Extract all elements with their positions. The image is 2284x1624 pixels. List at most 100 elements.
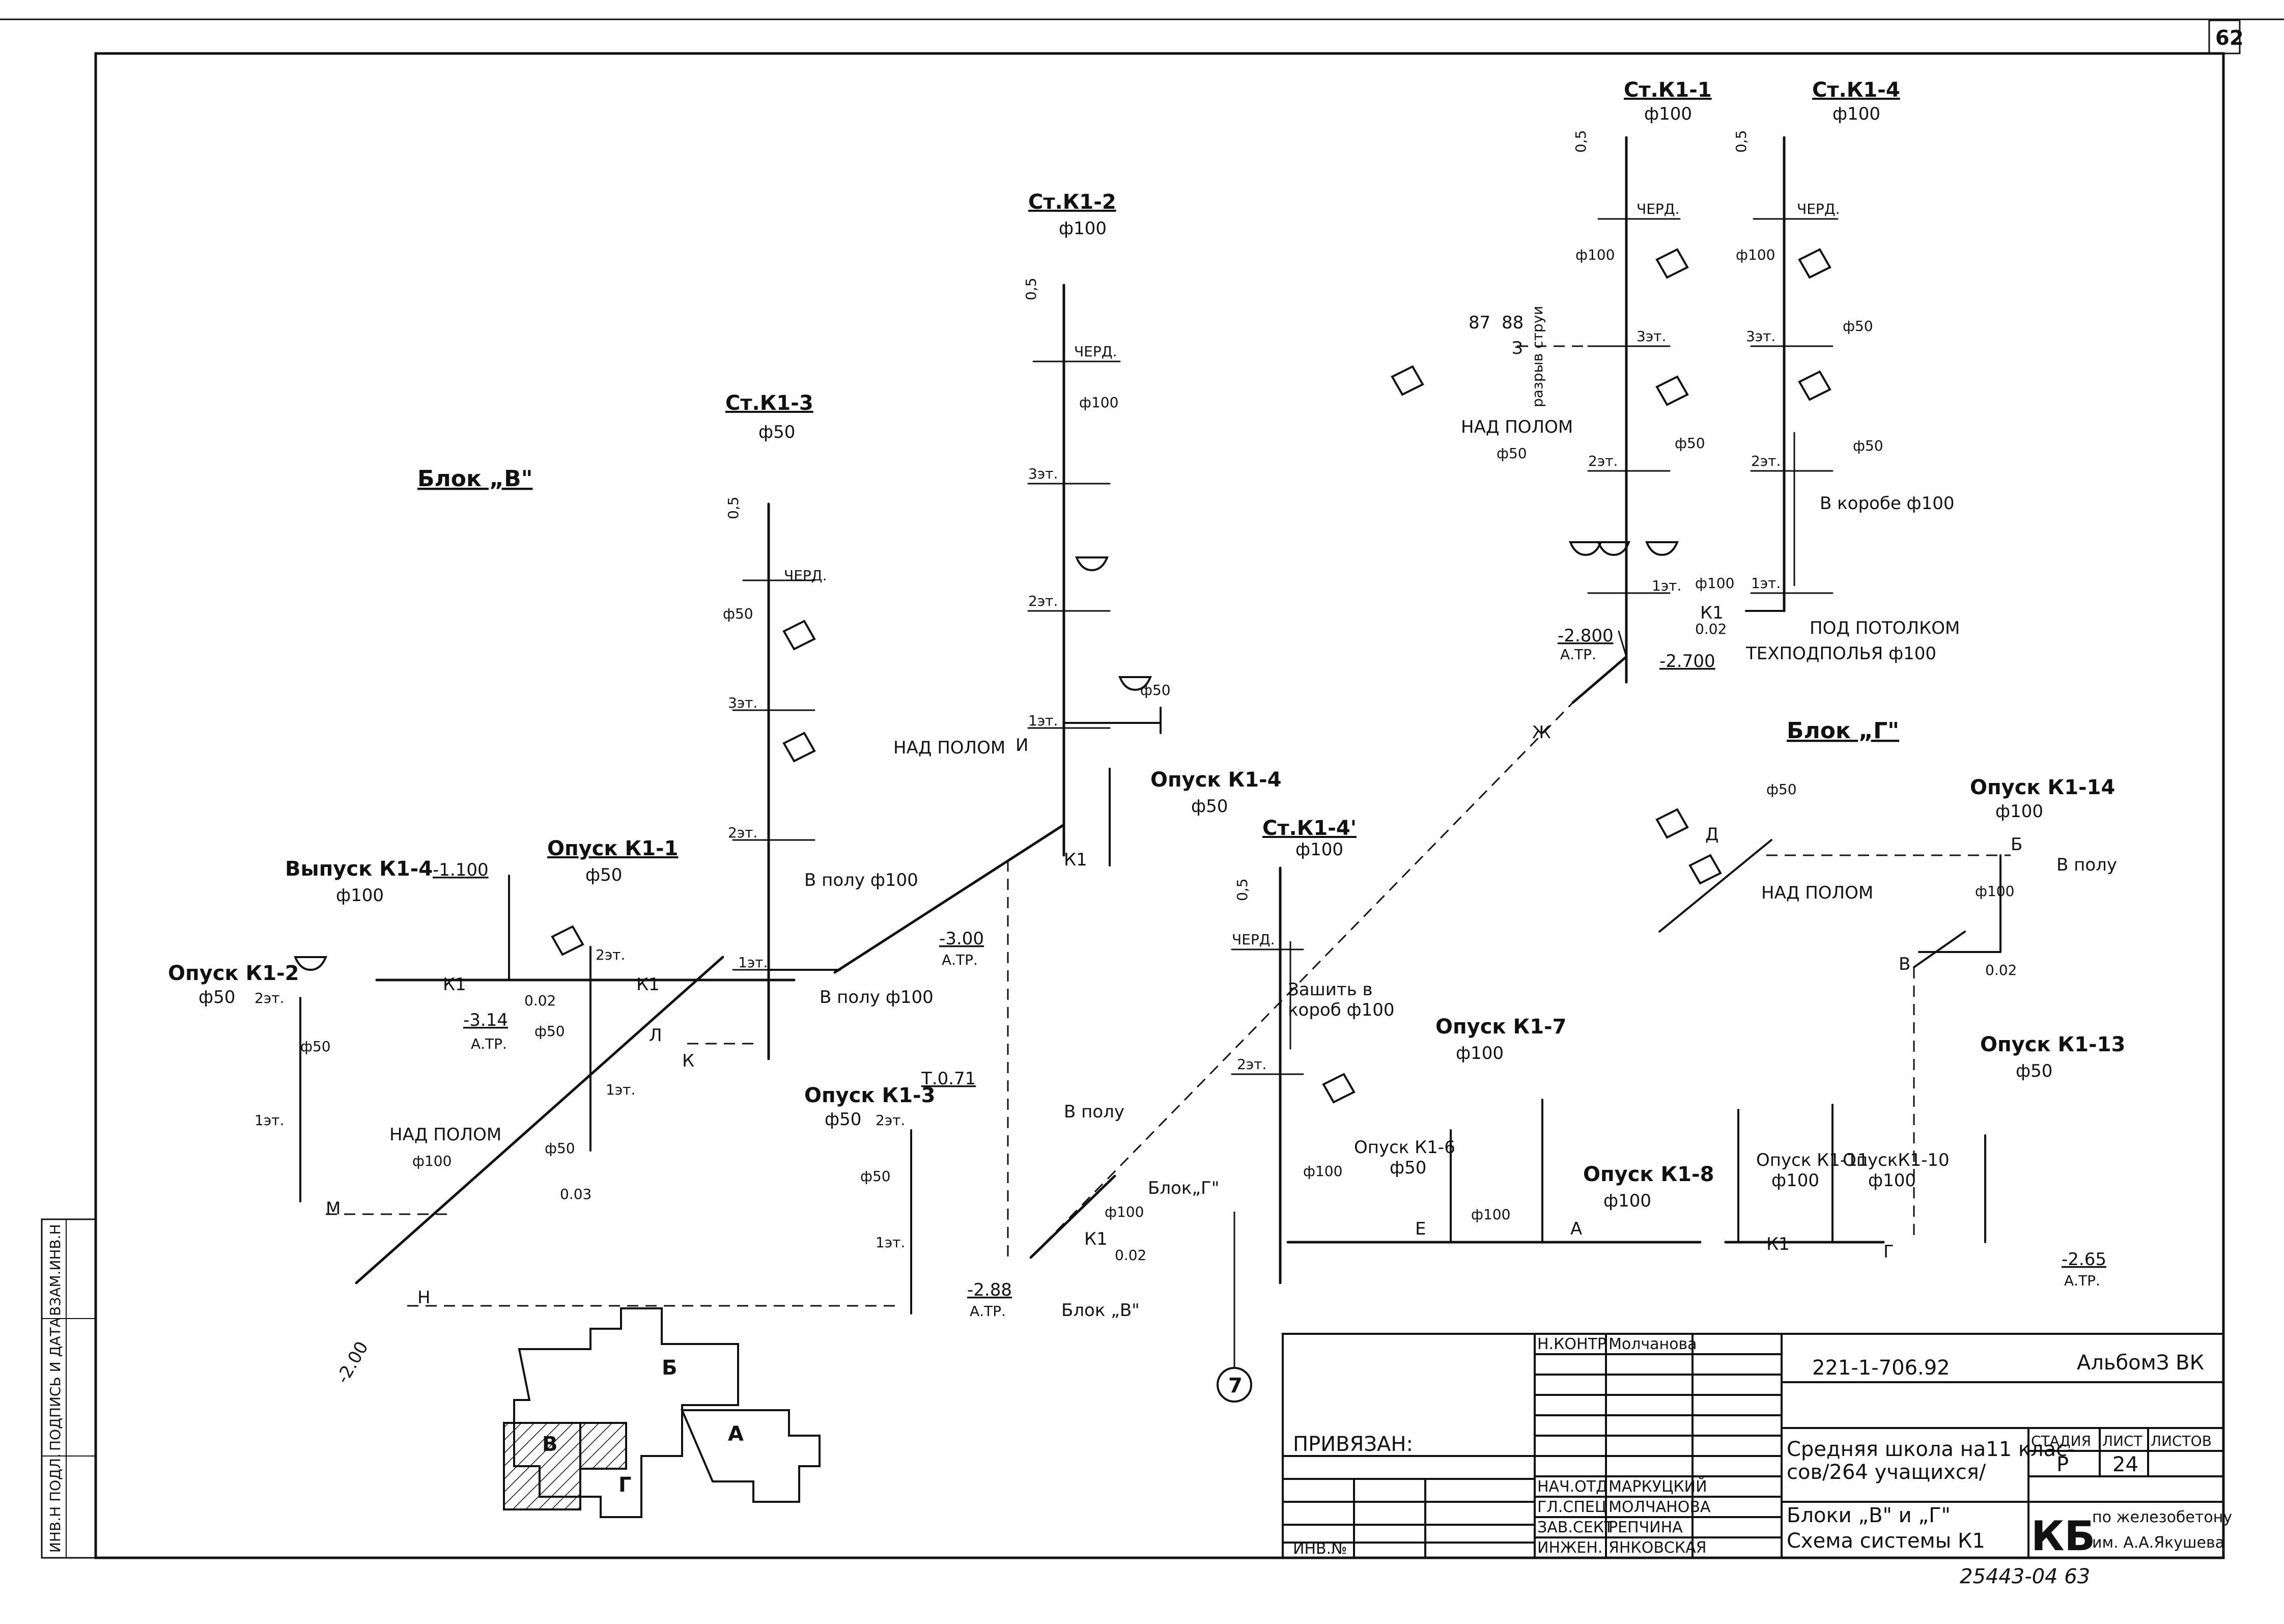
riser-k1-3-name: Ст.К1-3 <box>725 391 813 415</box>
sheet-header: ЛИСТ <box>2102 1433 2143 1449</box>
k1-label: К1 <box>636 974 660 995</box>
level-280: -2.800 <box>1558 626 1614 646</box>
sheet-line-1: Блоки „В" и „Г" <box>1787 1504 1951 1527</box>
outlet-k1-4: Выпуск К1-4 ф100 -1.100 -3.14 А.ТР. <box>285 857 508 1052</box>
outlet-dia: ф100 <box>336 885 384 906</box>
level-label: 0,5 <box>1733 130 1750 153</box>
dia-label: ф50 <box>1497 445 1527 462</box>
point-label: В <box>1899 954 1910 974</box>
opusk-k1-1-name: Опуск К1-1 <box>547 837 678 860</box>
opusk-k1-7-dia: ф100 <box>1456 1043 1504 1063</box>
in-floor-label: В полу <box>1064 1102 1124 1122</box>
level-label: 0,5 <box>1234 878 1251 901</box>
block-g-ref: Блок„Г" <box>1148 1178 1219 1198</box>
attic-label: ЧЕРД. <box>1232 931 1275 948</box>
pipe-network <box>299 136 2001 1314</box>
atr-label: А.ТР. <box>970 1303 1006 1320</box>
opusk-k1-6-dia: ф50 <box>1390 1158 1426 1178</box>
point-label: И <box>1016 735 1028 755</box>
fixtures <box>294 248 1831 1104</box>
sink-icon <box>1569 541 1602 556</box>
level-200: -2.00 <box>332 1338 373 1387</box>
attic-label: ЧЕРД. <box>1074 343 1117 360</box>
dashed-connections <box>326 345 2011 1307</box>
sink-icon <box>1655 248 1689 279</box>
opusk-k1-3-name: Опуск К1-3 <box>804 1084 935 1107</box>
dia-label: ф50 <box>1843 318 1873 334</box>
dia-label: ф50 <box>1766 781 1797 798</box>
floor1-label: 1эт. <box>255 1112 284 1129</box>
dia-label: ф100 <box>1736 246 1775 263</box>
inv-no-label: ИНВ.№ <box>1293 1540 1347 1558</box>
point-label: А <box>1570 1219 1582 1239</box>
opusk-k1-11-dia: ф100 <box>1771 1170 1819 1191</box>
role-0: НАЧ.ОТД <box>1537 1478 1608 1496</box>
album-label: АльбомЗ ВК <box>2077 1351 2204 1375</box>
title-block-text: Н.КОНТР Молчанова ПРИВЯЗАН: ИНВ.№ НАЧ.ОТ… <box>1293 1335 2232 1588</box>
opusk-k1-2-dia: ф50 <box>199 987 235 1007</box>
attic-label: ЧЕРД. <box>784 567 827 584</box>
side-stamp-replace: ВЗАМ.ИНВ.Н <box>47 1224 64 1316</box>
role-1: ГЛ.СПЕЦ <box>1537 1498 1606 1516</box>
riser-k1-4-mid-dia: ф100 <box>1295 839 1343 860</box>
block-v-title: Блок „В" <box>417 466 533 492</box>
sheet-frame <box>94 52 2225 1559</box>
level-288: -2.88 <box>967 1280 1012 1300</box>
dia-label: ф100 <box>1695 575 1734 592</box>
slope-label: 0.02 <box>524 992 556 1009</box>
under-ceiling-label: ПОД ПОТОЛКОМ <box>1810 618 1960 638</box>
attic-label: ЧЕРД. <box>1637 201 1680 217</box>
floor3-label: 3эт. <box>1637 328 1666 345</box>
outlet-level: -1.100 <box>433 860 489 880</box>
name-2: РЕПЧИНА <box>1609 1519 1683 1536</box>
above-floor-label: НАД ПОЛОМ <box>893 738 1005 758</box>
n-kontr-name: Молчанова <box>1609 1335 1697 1353</box>
atr-label: А.ТР. <box>2064 1272 2100 1289</box>
dia-label: ф50 <box>1675 435 1705 452</box>
dia-label: ф100 <box>1079 394 1118 411</box>
opusk-k1-4-dia: ф50 <box>1191 796 1228 817</box>
descent-labels: Опуск К1-1 ф50 Опуск К1-2 ф50 Опуск К1-3… <box>168 768 2125 1211</box>
floor1-label: 1эт. <box>1751 575 1781 592</box>
sink-icon <box>551 925 584 956</box>
floor2-label: 2эт. <box>1751 453 1781 469</box>
attached-label: ПРИВЯЗАН: <box>1293 1433 1413 1456</box>
floor1-label: 1эт. <box>1028 712 1058 729</box>
sheet-line-2: Схема системы К1 <box>1787 1529 1985 1553</box>
level-label: 0,5 <box>1572 130 1589 153</box>
project-line-1: Средняя школа на11 клас- <box>1787 1438 2075 1461</box>
point-label: Д <box>1705 824 1719 845</box>
riser-k1-1-name: Ст.К1-1 <box>1624 78 1712 102</box>
level-265: -2.65 <box>2062 1249 2106 1270</box>
sink-icon <box>1391 365 1424 396</box>
sheet-value: 24 <box>2112 1453 2138 1476</box>
riser-k1-3-dia: ф50 <box>758 422 795 442</box>
riser-k1-2-dia: ф100 <box>1059 218 1107 239</box>
sink-icon <box>294 956 327 971</box>
k1-label: К1 <box>1766 1234 1790 1254</box>
opusk-k1-8-name: Опуск К1-8 <box>1583 1163 1714 1186</box>
page-number: 62 <box>2215 26 2244 50</box>
riser-k1-1-dia: ф100 <box>1644 104 1692 124</box>
floor2-label: 2эт. <box>596 946 625 963</box>
slope-label: 0.03 <box>560 1186 591 1202</box>
opusk-k1-2-name: Опуск К1-2 <box>168 962 299 985</box>
sink-icon <box>1655 375 1689 406</box>
opusk-k1-4-name: Опуск К1-4 <box>1150 768 1281 792</box>
org-mark: КБ <box>2031 1513 2095 1560</box>
point-label: Л <box>649 1025 662 1046</box>
dia-label: ф100 <box>1105 1203 1144 1220</box>
side-stamp-inv: ИНВ.Н ПОДЛ. <box>47 1453 64 1553</box>
above-floor-label: НАД ПОЛОМ <box>1761 883 1873 903</box>
floor1-label: 1эт. <box>738 954 768 971</box>
point-label: З <box>1512 338 1523 358</box>
floor2-label: 2эт. <box>1588 453 1618 469</box>
attic-label: ЧЕРД. <box>1797 201 1840 217</box>
dia-label: ф50 <box>1853 437 1883 454</box>
dia-label: ф100 <box>1303 1163 1342 1180</box>
sink-icon <box>1645 541 1679 556</box>
level-label: 0,5 <box>1023 277 1039 300</box>
above-floor-label: НАД ПОЛОМ <box>389 1125 501 1145</box>
dia-label: ф50 <box>300 1038 331 1055</box>
